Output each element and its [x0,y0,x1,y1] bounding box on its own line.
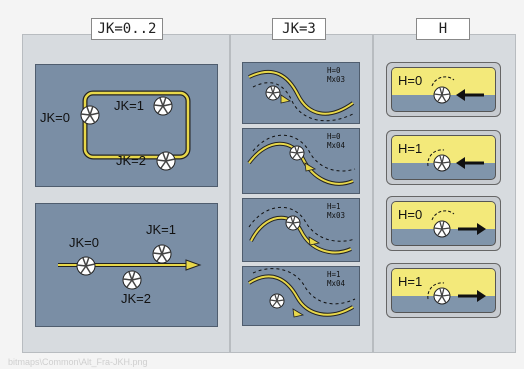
jk3-panel-1: H=0 Mx03 [242,62,360,124]
sine-path-graphic [247,268,356,318]
button-label: H=0 [398,207,423,222]
jk3-tag: H=1 Mx03 [327,202,345,220]
jk3-tag: H=0 Mx04 [327,132,345,150]
cutter-icon [153,96,173,116]
label-jk2: JK=2 [121,291,151,306]
figure: JK=0..2 JK=3 H JK=0 JK=1 JK=2 [9,6,522,356]
cutter-icon [265,85,281,101]
label-jk2: JK=2 [116,153,146,168]
h-value: H=1 [327,270,341,279]
label-jk1: JK=1 [146,222,176,237]
line-scene: JK=0 JK=1 JK=2 [35,203,218,327]
cutter-icon [269,293,285,309]
jk3-panel-2: H=0 Mx04 [242,128,360,194]
h0-left-button[interactable]: H=0 [386,62,501,117]
jk3-tag: H=0 Mx03 [327,66,345,84]
contour-graphic [80,90,191,171]
cutter-icon [122,270,142,290]
m-value: Mx03 [327,75,346,84]
h0-right-button[interactable]: H=0 [386,196,501,251]
h-value: H=1 [327,202,341,211]
cutter-icon [152,244,172,264]
h1-left-button[interactable]: H=1 [386,130,501,185]
header-h: H [416,18,470,40]
m-value: Mx03 [327,211,346,220]
cutter-icon [80,105,100,125]
arrow-left-icon [456,89,484,101]
cutter-icon [285,215,301,231]
cutter-icon [156,151,176,171]
arrow-left-icon [456,157,484,169]
arrow-right-icon [458,290,486,302]
jk3-panel-3: H=1 Mx03 [242,198,360,262]
sine-path-graphic [248,206,356,255]
sine-path-graphic [248,69,356,122]
header-jk-range: JK=0..2 [91,18,163,40]
label-jk1: JK=1 [114,98,144,113]
line-graphic [58,244,202,290]
button-label: H=1 [398,274,423,289]
contour-scene: JK=0 JK=1 JK=2 [35,64,218,187]
filename-watermark: bitmaps\Common\Alt_Fra-JKH.png [8,357,148,367]
header-jk3: JK=3 [272,18,326,40]
cutter-icon [289,145,305,161]
button-label: H=0 [398,73,423,88]
cutter-icon [433,86,451,104]
label-jk0: JK=0 [69,235,99,250]
cutter-icon [433,220,451,238]
h1-right-button[interactable]: H=1 [386,263,501,318]
jk3-panel-4: H=1 Mx04 [242,266,360,326]
h-value: H=0 [327,66,341,75]
cutter-icon [433,287,451,305]
cutter-icon [76,256,96,276]
cutter-icon [433,154,451,172]
jk3-tag: H=1 Mx04 [327,270,345,288]
label-jk0: JK=0 [40,110,70,125]
m-value: Mx04 [327,141,346,150]
button-label: H=1 [398,141,423,156]
m-value: Mx04 [327,279,346,288]
arrow-right-icon [458,223,486,235]
h-value: H=0 [327,132,341,141]
sine-path-graphic [247,134,356,186]
